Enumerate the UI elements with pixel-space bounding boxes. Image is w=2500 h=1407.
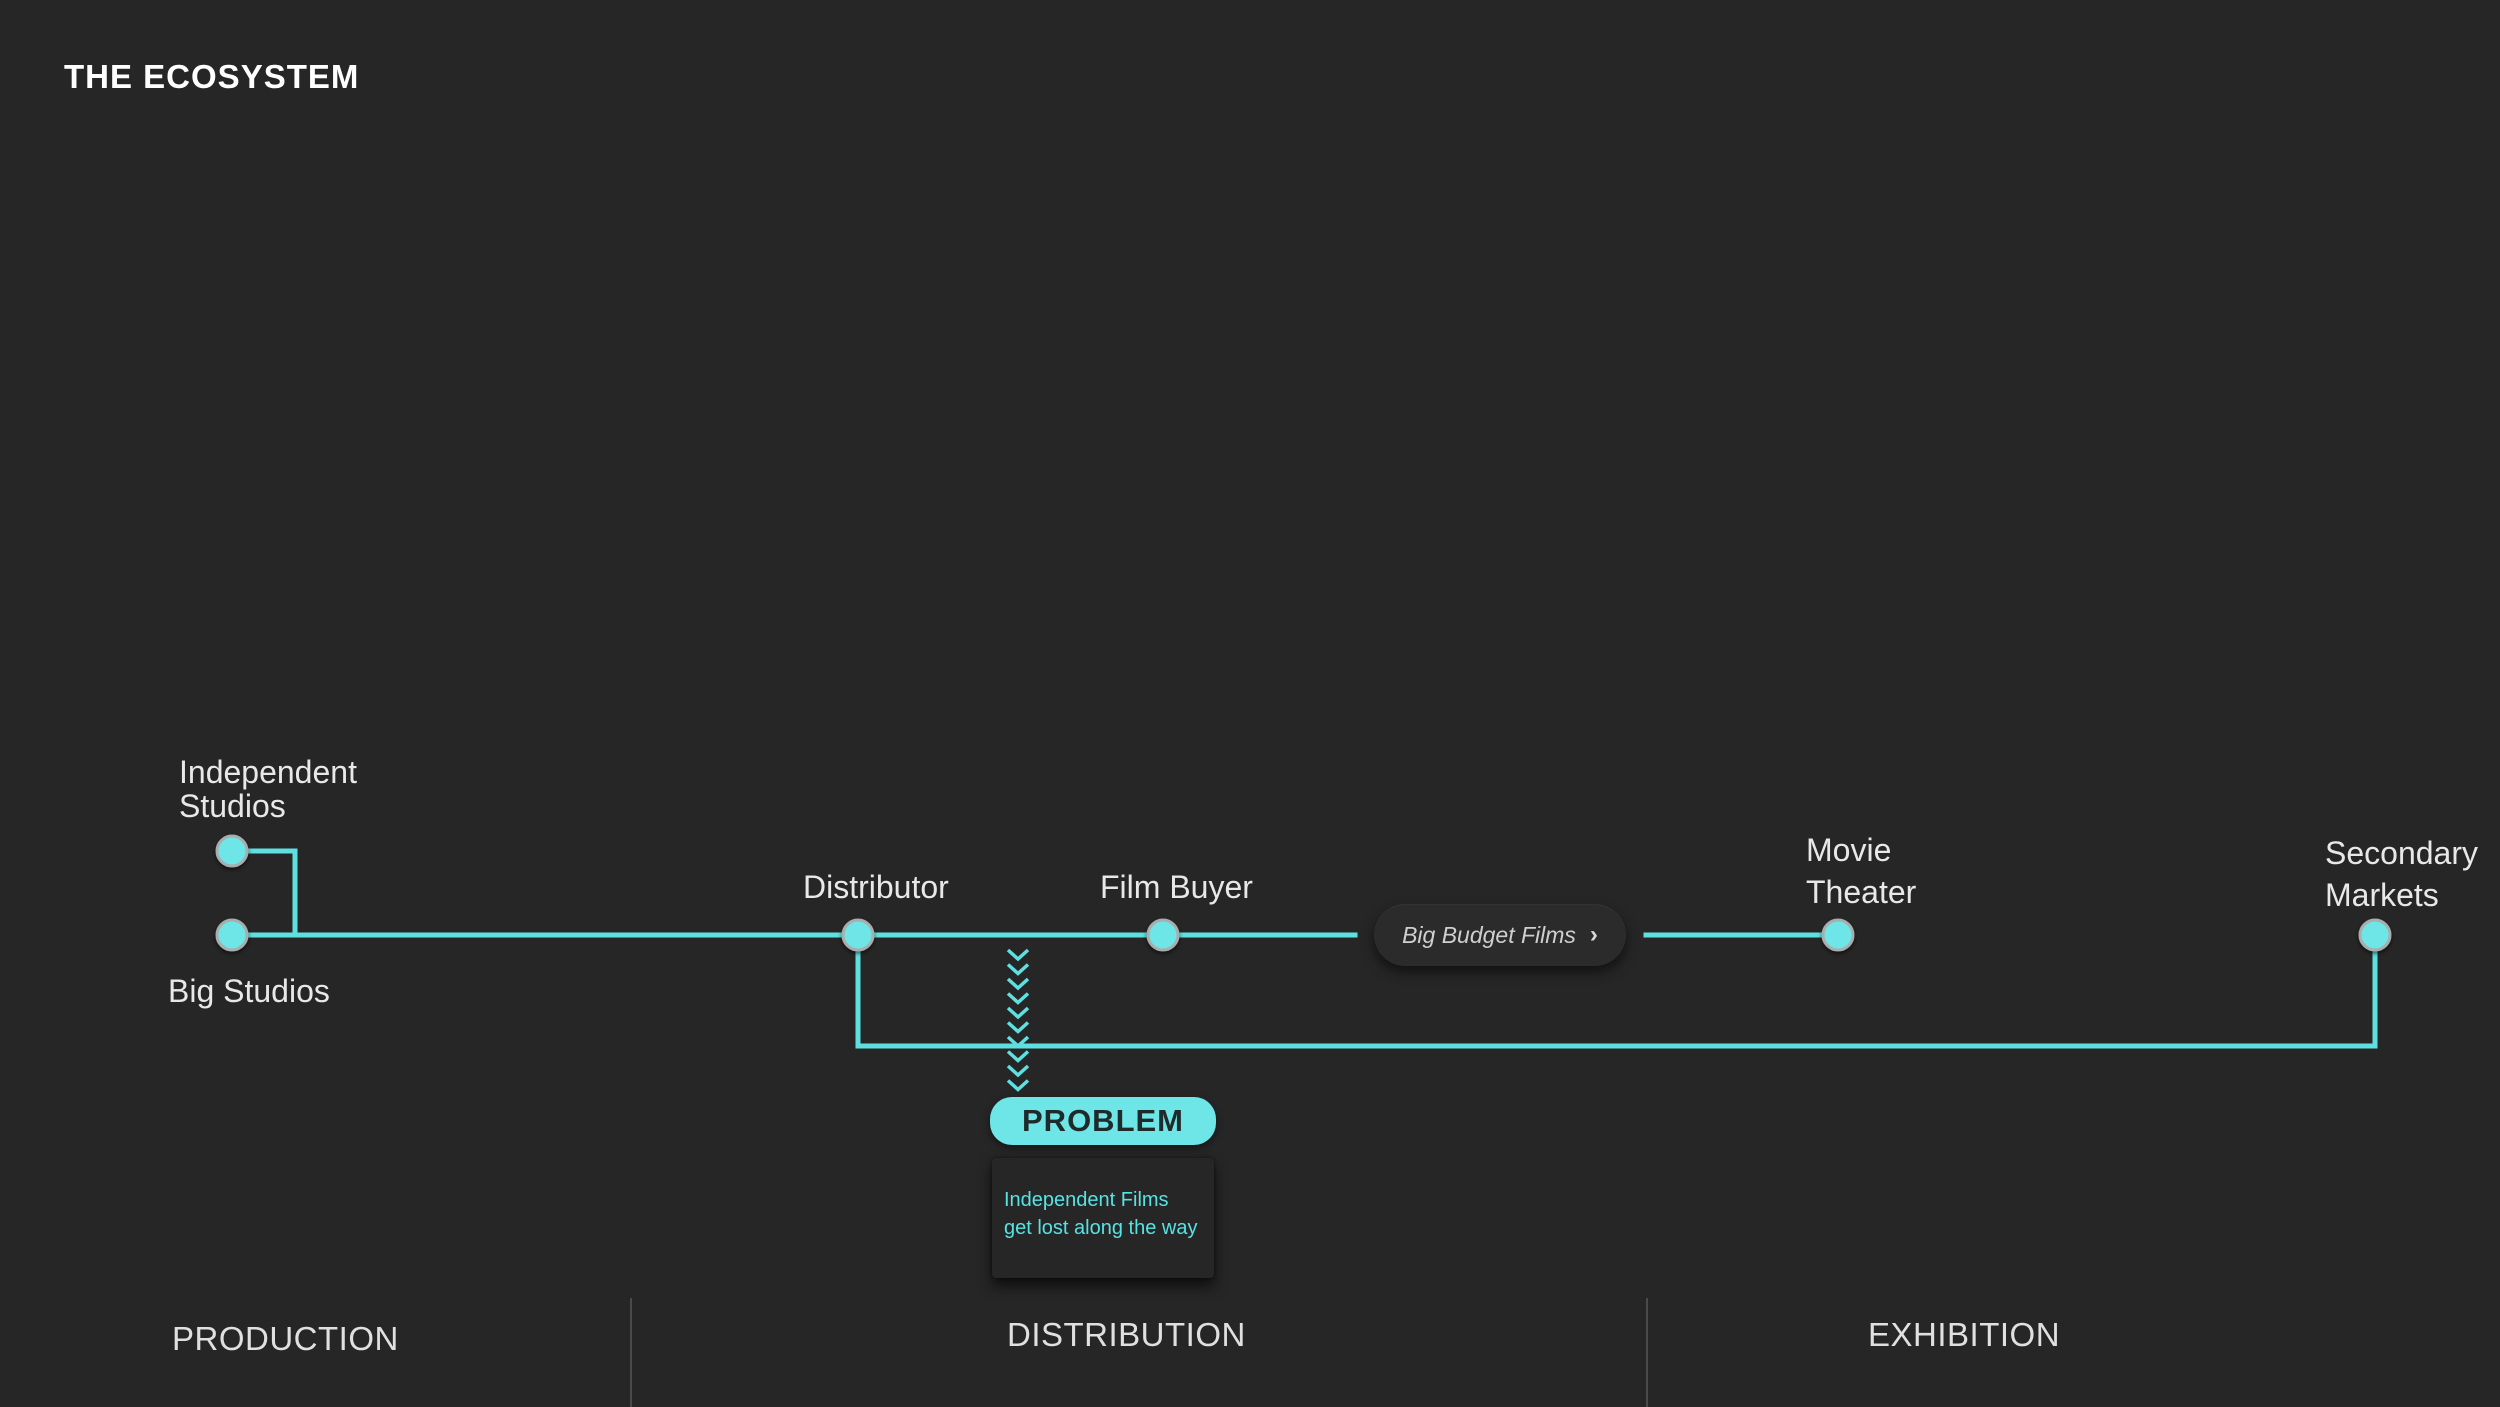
chevron-down-icon [1006, 1035, 1030, 1049]
label-independent-studios: Independent Studios [179, 754, 357, 824]
chevron-right-icon: › [1589, 921, 1598, 948]
node-film-buyer[interactable] [1146, 918, 1180, 952]
chevron-down-icon [1006, 948, 1030, 962]
node-movie-theater[interactable] [1821, 918, 1855, 952]
connector-distributor-to-secondary [855, 932, 2378, 1049]
label-big-studios: Big Studios [168, 973, 330, 1009]
problem-card: Independent Films get lost along the way [992, 1158, 1214, 1278]
label-secondary-markets: Secondary Markets [2325, 835, 2478, 913]
section-divider [1646, 1298, 1648, 1407]
section-divider [630, 1298, 632, 1407]
section-label-exhibition: EXHIBITION [1868, 1316, 2061, 1353]
chevron-down-icon [1006, 963, 1030, 976]
chevron-down-icon [1006, 1064, 1030, 1078]
big-budget-films-label: Big Budget Films [1402, 921, 1576, 948]
node-distributor[interactable] [841, 918, 875, 952]
chevron-down-icon [1006, 977, 1030, 991]
section-label-distribution: DISTRIBUTION [1007, 1316, 1246, 1353]
label-film-buyer: Film Buyer [1100, 869, 1253, 905]
problem-arrow-chevrons [1006, 948, 1030, 1092]
label-distributor: Distributor [803, 869, 949, 905]
problem-badge-label: PROBLEM [1022, 1103, 1184, 1138]
chevron-down-icon [1006, 1021, 1030, 1034]
problem-badge: PROBLEM [990, 1097, 1216, 1145]
problem-description: Independent Films get lost along the way [1004, 1189, 1198, 1239]
section-label-production: PRODUCTION [172, 1320, 399, 1357]
chevron-down-icon [1006, 1006, 1030, 1020]
node-big-studios[interactable] [215, 918, 249, 952]
page-title: THE ECOSYSTEM [64, 58, 360, 95]
label-movie-theater: Movie Theater [1806, 832, 1917, 910]
chevron-down-icon [1006, 1079, 1030, 1092]
node-secondary-markets[interactable] [2358, 918, 2392, 952]
big-budget-films-button[interactable]: Big Budget Films › [1374, 904, 1626, 966]
chevron-down-icon [1006, 1050, 1030, 1063]
chevron-down-icon [1006, 992, 1030, 1005]
node-independent-studios[interactable] [215, 834, 249, 868]
connector-independent-studios [229, 848, 298, 938]
